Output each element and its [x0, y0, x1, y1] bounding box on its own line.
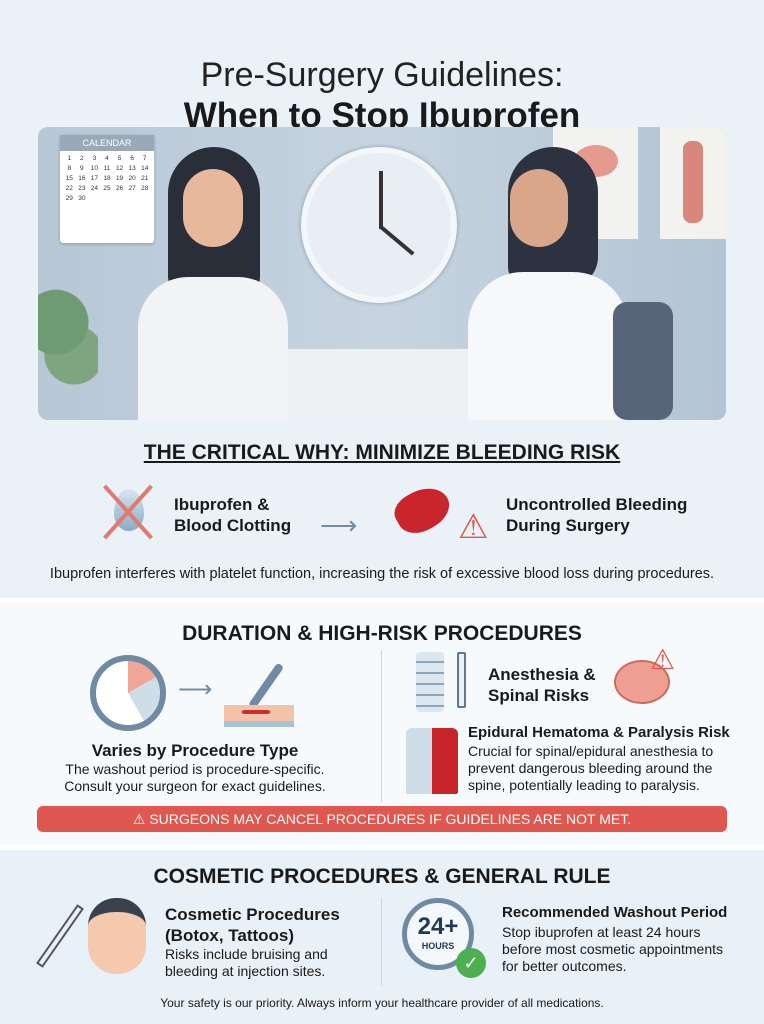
epidural-title: Epidural Hematoma & Paralysis Risk	[468, 724, 730, 741]
bleeding-label: Uncontrolled Bleeding During Surgery	[506, 495, 688, 535]
calendar-day: 11	[103, 165, 111, 172]
warning-banner: ⚠ SURGEONS MAY CANCEL PROCEDURES IF GUID…	[37, 806, 727, 832]
footer-note: Your safety is our priority. Always info…	[160, 996, 604, 1010]
cosmetic-title: Cosmetic Procedures (Botox, Tattoos)	[165, 905, 340, 945]
calendar-day: 27	[128, 185, 136, 192]
spine-bleeding-icon	[406, 728, 458, 794]
office-chair	[613, 302, 673, 420]
calendar-day: 4	[105, 155, 109, 162]
calendar-day: 25	[103, 185, 111, 192]
clock-icon	[90, 655, 166, 731]
crossed-drop-icon	[100, 477, 154, 547]
varies-title: Varies by Procedure Type	[91, 741, 299, 760]
anesthesia-title: Anesthesia & Spinal Risks	[488, 665, 596, 705]
patient	[138, 147, 288, 420]
badge-number: 24+	[417, 913, 459, 940]
epidural-text: Crucial for spinal/epidural anesthesia t…	[468, 743, 714, 793]
calendar-day: 15	[65, 175, 73, 182]
calendar-day: 24	[90, 185, 99, 192]
face-icon	[88, 898, 146, 974]
washout-text: Stop ibuprofen at least 24 hours before …	[502, 924, 723, 974]
arrow-icon: ⟶	[178, 676, 213, 703]
spine-icon	[416, 652, 444, 712]
warning-icon: ⚠	[132, 811, 150, 827]
wall-clock	[301, 147, 457, 303]
calendar-day: 12	[115, 165, 124, 172]
anatomy-poster	[660, 127, 726, 239]
duration-heading: DURATION & HIGH-RISK PROCEDURES	[182, 622, 582, 645]
scalpel-incision-icon	[222, 660, 294, 735]
calendar-day: 8	[67, 165, 72, 172]
calendar-day: 13	[128, 165, 136, 172]
calendar-day: 9	[80, 165, 84, 172]
warning-icon: ⚠	[458, 508, 489, 546]
calendar-day: 17	[90, 175, 99, 182]
cosmetic-text: Risks include bruising and bleeding at i…	[165, 946, 328, 979]
calendar-day: 28	[141, 185, 149, 192]
calendar-day: 23	[78, 185, 86, 192]
calendar-day: 3	[92, 155, 97, 162]
calendar-day: 19	[115, 175, 124, 182]
calendar-day: 22	[65, 185, 73, 192]
plant	[38, 257, 98, 420]
why-heading: THE CRITICAL WHY: MINIMIZE BLEEDING RISK	[143, 441, 621, 464]
warning-icon: ⚠	[650, 644, 676, 675]
calendar-label: CALENDAR	[60, 135, 154, 151]
why-description: Ibuprofen interferes with platelet funct…	[49, 566, 715, 582]
warning-text: SURGEONS MAY CANCEL PROCEDURES IF GUIDEL…	[149, 811, 632, 827]
syringe-icon	[457, 652, 466, 708]
calendar-day: 5	[117, 155, 122, 162]
calendar-day: 29	[65, 195, 73, 202]
calendar-day: 14	[141, 165, 149, 172]
desk	[278, 349, 498, 420]
calendar-day: 26	[115, 185, 124, 192]
calendar-day: 2	[80, 155, 84, 162]
doctor	[458, 147, 628, 420]
calendar-day: 30	[78, 195, 86, 202]
calendar-day: 20	[128, 175, 136, 182]
calendar-day: 21	[141, 175, 149, 182]
calendar-day: 10	[90, 165, 99, 172]
divider	[381, 650, 382, 802]
badge-unit: HOURS	[421, 941, 455, 951]
arrow-icon: ⟶	[320, 510, 358, 540]
check-icon: ✓	[456, 948, 486, 978]
title-line-1: Pre-Surgery Guidelines:	[200, 56, 564, 94]
brain-icon	[614, 660, 670, 704]
cosmetic-heading: COSMETIC PROCEDURES & GENERAL RULE	[153, 865, 611, 888]
washout-title: Recommended Washout Period	[502, 904, 728, 921]
divider	[381, 898, 382, 986]
calendar-day: 16	[78, 175, 86, 182]
varies-text: The washout period is procedure-specific…	[64, 761, 326, 794]
calendar-day: 7	[142, 155, 147, 162]
calendar-day: 1	[67, 155, 72, 162]
ibuprofen-clotting-label: Ibuprofen & Blood Clotting	[174, 495, 292, 535]
calendar-day: 6	[130, 155, 134, 162]
calendar-day: 18	[103, 175, 111, 182]
